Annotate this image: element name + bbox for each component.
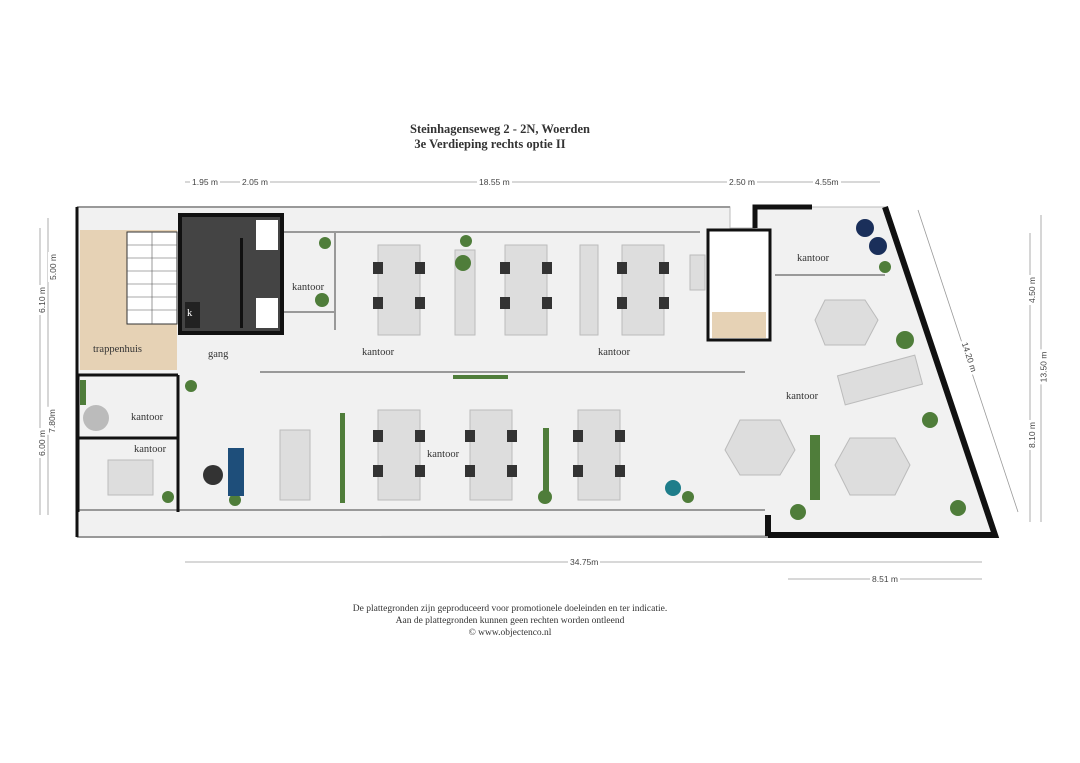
sanitary-core (178, 213, 284, 335)
room-kantoor-6: kantoor (131, 412, 164, 423)
dim-top-2: 2.05 m (240, 177, 270, 187)
plan-address: Steinhagenseweg 2 - 2N, Woerden (410, 122, 590, 136)
room-kantoor-7: kantoor (134, 444, 167, 455)
dim-bottom-right: 8.51 m (870, 574, 900, 584)
desk-clusters (107, 244, 924, 501)
room-kantoor-5: kantoor (786, 391, 819, 402)
chairs (373, 262, 669, 477)
footer-disclaimer-1: De plattegronden zijn geproduceerd voor … (352, 604, 668, 614)
room-trappenhuis: trappenhuis (93, 344, 142, 355)
dim-left-1: 6.10 m (37, 285, 47, 315)
dim-bottom-total: 34.75m (568, 557, 601, 567)
exterior-walls (752, 204, 1000, 538)
dim-top-5: 4.55m (813, 177, 841, 187)
dim-right-3: 8.10 m (1027, 420, 1037, 450)
dim-top-4: 2.50 m (727, 177, 757, 187)
dim-left-4: 7.80m (46, 407, 57, 435)
left-office-walls (75, 207, 180, 537)
interior-walls (77, 206, 885, 538)
lounge-furniture (83, 219, 887, 496)
room-gang: gang (208, 349, 229, 360)
room-kantoor-3: kantoor (598, 347, 631, 358)
room-kantoor-4: kantoor (797, 253, 830, 264)
room-kantoor-1: kantoor (292, 282, 325, 293)
plan-floor: 3e Verdieping rechts optie II (414, 137, 566, 151)
footer-disclaimer-2: Aan de plattegronden kunnen geen rechten… (395, 616, 625, 626)
dim-top-1: 1.95 m (190, 177, 220, 187)
room-kantoor-2: kantoor (362, 347, 395, 358)
stairs-right (706, 228, 772, 342)
dim-right-1: 4.50 m (1027, 275, 1037, 305)
room-k: k (187, 308, 193, 319)
dim-left-3: 6.00 m (37, 428, 47, 458)
dim-top-3: 18.55 m (477, 177, 512, 187)
dim-left-2: 5.00 m (48, 252, 58, 282)
plants (80, 235, 966, 520)
room-kantoor-8: kantoor (427, 449, 460, 460)
footer-copyright: © www.objectenco.nl (468, 628, 552, 638)
dim-right-2: 13.50 m (1038, 349, 1049, 385)
stairs-left (126, 231, 178, 325)
